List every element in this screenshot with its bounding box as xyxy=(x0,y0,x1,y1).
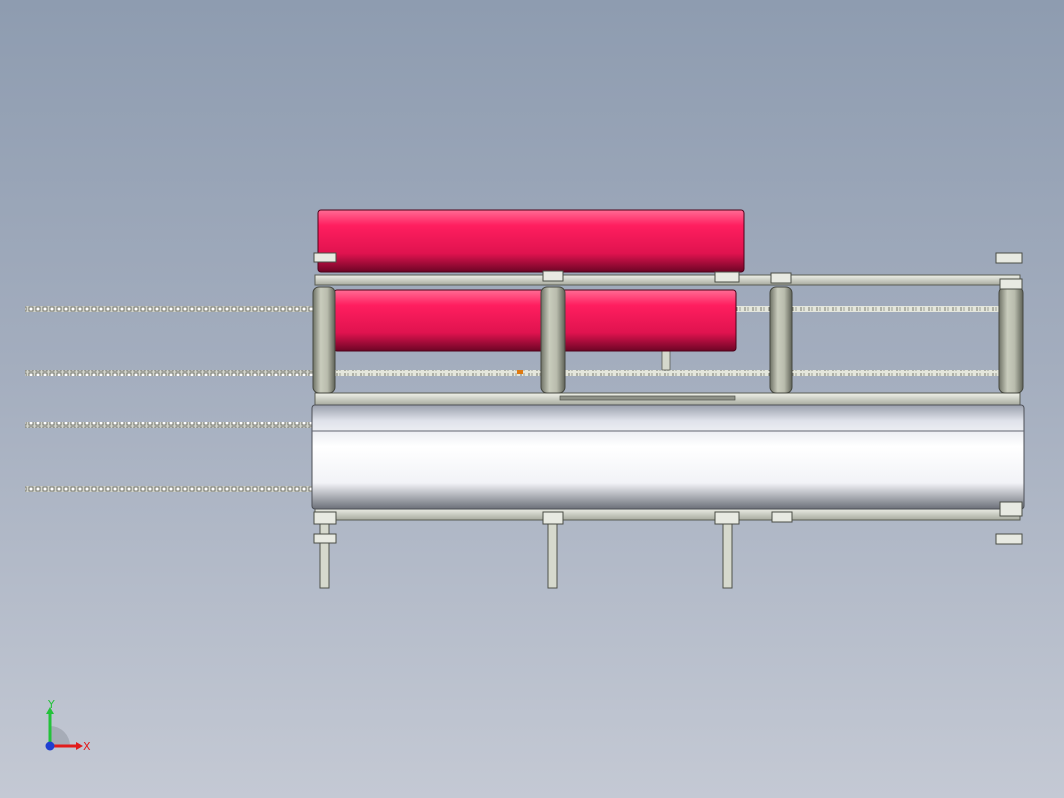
chain-2[interactable] xyxy=(25,370,315,376)
y-axis-label: Y xyxy=(47,698,55,711)
bracket[interactable] xyxy=(313,252,337,263)
triad-arc-icon xyxy=(50,726,70,746)
bracket[interactable] xyxy=(313,511,337,525)
inner-chain-2[interactable] xyxy=(335,370,1000,376)
clamp-band-1[interactable] xyxy=(312,286,336,394)
chain-1[interactable] xyxy=(25,306,315,312)
chain-group xyxy=(25,306,315,492)
support-leg-1[interactable] xyxy=(319,519,330,589)
red-cylinder-top[interactable] xyxy=(317,209,745,273)
red-cylinder-middle[interactable] xyxy=(333,289,737,352)
support-leg-2[interactable] xyxy=(547,519,558,589)
bracket[interactable] xyxy=(542,270,564,282)
red-cylinders xyxy=(317,209,745,352)
white-cylinder-bottom[interactable] xyxy=(311,404,1025,510)
bracket[interactable] xyxy=(999,278,1023,290)
x-axis-arrowhead-icon xyxy=(76,742,83,750)
y-axis-arrowhead-icon xyxy=(46,707,54,714)
bracket[interactable] xyxy=(542,511,564,525)
clamp-band-3[interactable] xyxy=(769,286,793,394)
bracket[interactable] xyxy=(995,533,1023,545)
chain-3[interactable] xyxy=(25,422,315,428)
support-leg-3[interactable] xyxy=(722,519,733,589)
z-axis-origin-icon xyxy=(45,741,55,751)
clamp-band-2[interactable] xyxy=(540,286,566,394)
support-legs xyxy=(319,519,733,589)
mounting-brackets xyxy=(313,252,1023,545)
center-post[interactable] xyxy=(661,349,671,371)
bracket[interactable] xyxy=(771,511,793,523)
x-axis-label: X xyxy=(83,740,91,753)
chain-4[interactable] xyxy=(25,486,315,492)
bracket[interactable] xyxy=(714,271,740,283)
guide-rod[interactable] xyxy=(559,395,736,401)
clamp-bands xyxy=(312,286,1024,394)
bracket[interactable] xyxy=(999,501,1023,517)
bracket[interactable] xyxy=(770,272,792,284)
frame-rail-bottom[interactable] xyxy=(314,507,1021,521)
bracket[interactable] xyxy=(714,511,740,525)
bracket[interactable] xyxy=(313,533,337,544)
coordinate-triad: X Y xyxy=(36,698,106,758)
clamp-band-4[interactable] xyxy=(998,286,1024,394)
bracket[interactable] xyxy=(995,252,1023,264)
frame-rail-top[interactable] xyxy=(314,274,1021,286)
marker xyxy=(517,370,523,374)
